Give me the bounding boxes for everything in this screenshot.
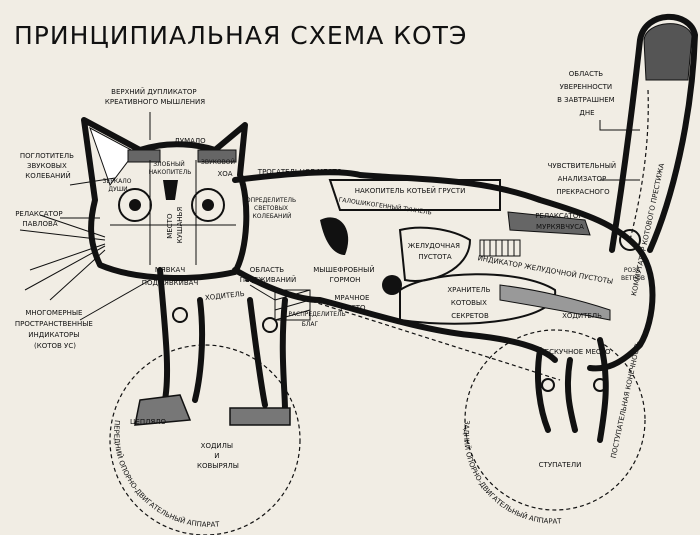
back-legs	[535, 337, 609, 443]
label-podmyavkivach: ПОДМЯВКИВАЧ	[142, 279, 199, 287]
front-support-circle	[109, 344, 301, 535]
internal-organs	[244, 179, 641, 381]
label-untouchable-place: НЕСКУЧНОЕ МЕСТО	[539, 348, 611, 356]
label-evil-accumulator: ЗЛОБНЫЙ НАКОПИТЕЛЬ	[149, 161, 192, 176]
label-walker-back: ХОДИТЕЛЬ	[562, 312, 602, 320]
label-stomach-emptiness: ЖЕЛУДОЧНАЯ ПУСТОТА	[408, 242, 462, 261]
label-secrets-keeper: ХРАНИТЕЛЬ КОТОВЫХ СЕКРЕТОВ	[447, 286, 492, 320]
label-dark-place: МРАЧНОЕ МЕСТО	[334, 294, 371, 312]
tail	[609, 13, 698, 253]
diagram-title: ПРИНЦИПИАЛЬНАЯ СХЕМА КОТЭ	[14, 21, 467, 50]
head	[81, 117, 250, 281]
back-support-circle	[464, 329, 646, 511]
label-distributor: РАСПРЕДЕЛИТЕЛЬ БЛАГ	[288, 311, 347, 328]
label-light-detector: ОПРЕДЕЛИТЕЛЬ СВЕТОВЫХ КОЛЕБАНИЙ	[246, 197, 298, 220]
label-zerkalo-dushi: ЗЕРКАЛО ДУШИ	[103, 178, 134, 193]
label-mouse-hormone: МЫШЕФРОБНЫЙ ГОРМОН	[313, 265, 377, 284]
label-confidence-area: ОБЛАСТЬ УВЕРЕННОСТИ В ЗАВТРАШНЕМ ДНЕ	[557, 70, 617, 117]
label-sound-organ: ЗВУКОВОЙ	[201, 159, 235, 166]
label-steppers: СТУПАТЕЛИ	[539, 461, 582, 469]
label-beauty-analyzer: ЧУВСТВИТЕЛЬНЫЙ АНАЛИЗАТОР ПРЕКРАСНОГО	[548, 161, 619, 196]
label-sound-absorber: ПОГЛОТИТЕЛЬ ЗВУКОВЫХ КОЛЕБАНИЙ	[20, 152, 76, 180]
front-legs	[134, 267, 291, 426]
label-hooked: ЦЕПЛЯЛО	[130, 418, 167, 426]
label-front-apparatus: ПЕРЕДНИЙ ОПОРНО-ДВИГАТЕЛЬНЫЙ АППАРАТ	[112, 420, 220, 529]
label-murk-relaxer: РЕЛАКСАТОР МУРКЯВЧУСА	[535, 212, 585, 231]
label-khoa: ХОА	[217, 170, 232, 178]
label-tunnel: ГАЛОШИКОГЕННЫЙ ТУННЕЛЬ	[338, 197, 432, 217]
label-walker-front: ХОДИТЕЛЬ	[205, 290, 246, 302]
whiskers	[19, 214, 106, 301]
label-pavlov-relaxer: РЕЛАКСАТОР ПАВЛОВА	[15, 210, 65, 228]
label-multidim-indicators: МНОГОМЕРНЫЕ ПРОСТРАНСТВЕННЫЕ ИНДИКАТОРЫ …	[15, 309, 95, 350]
label-myavkach: МЯВКАЧ	[155, 266, 185, 274]
pointer-lines	[60, 112, 640, 321]
label-sadness-accumulator: НАКОПИТЕЛЬ КОТЬЕЙ ГРУСТИ	[355, 186, 466, 195]
label-upper-duplicator: ВЕРХНИЙ ДУПЛИКАТОР КРЕАТИВНОГО МЫШЛЕНИЯ	[105, 87, 205, 106]
label-anxiety-area: ОБЛАСТЬ ПЕРЕЖИВАНИЙ	[240, 266, 296, 284]
label-trogatelnoe-place: ТРОГАТЕЛЬНОЕ МЕСТО	[257, 168, 343, 176]
label-dumalo: ДУМАЛО	[174, 137, 206, 145]
label-stomach-indicator: ИНДИКАТОР ЖЕЛУДОЧНОЙ ПУСТОТЫ	[477, 253, 614, 286]
label-kushat-place: МЕСТО КУШАНЬЯ	[166, 207, 184, 244]
label-wind-rose: РОЗА ВЕТРОВ	[621, 267, 645, 282]
label-walkers-diggers: ХОДИЛЫ И КОВЫРЯЛЫ	[197, 442, 239, 470]
